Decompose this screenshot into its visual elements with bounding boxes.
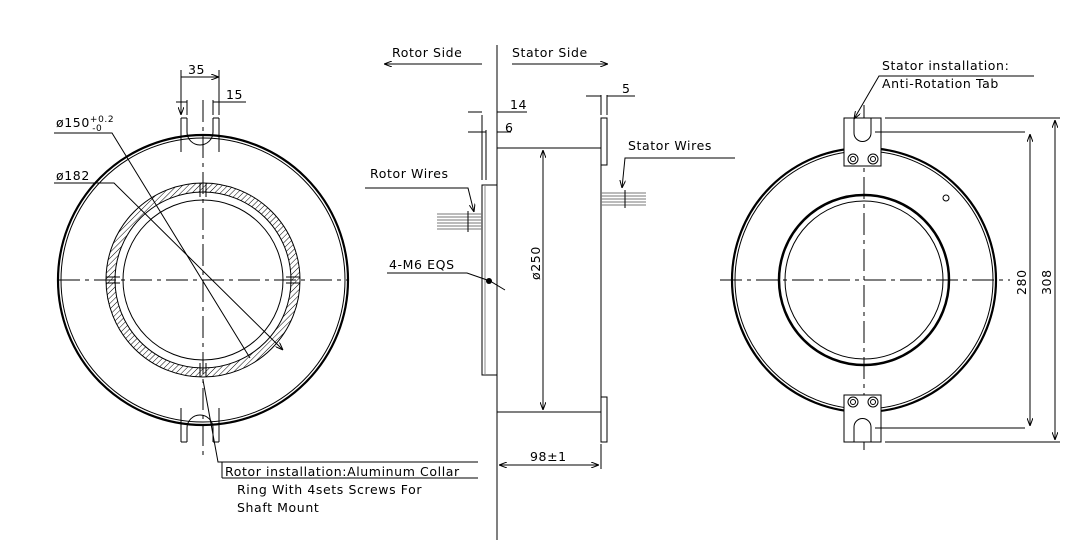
dim-length: 98±1 (530, 449, 567, 464)
rotor-wires (437, 211, 482, 232)
dim-280: 280 (1014, 269, 1029, 295)
stator-wires-label: Stator Wires (628, 138, 712, 153)
anti-rotation-tab-top (843, 117, 882, 167)
rotor-note-line-1: Rotor installation:Aluminum Collar (225, 464, 460, 479)
dim-body-dia: ø250 (528, 246, 543, 280)
rotor-note-line-3: Shaft Mount (237, 500, 319, 515)
dim-6: 6 (505, 120, 514, 135)
dim-308: 308 (1039, 269, 1054, 295)
stator-tab-top (600, 117, 608, 166)
dim-14: 14 (510, 97, 527, 112)
side-view: Rotor Side Stator Side 14 6 5 Rotor Wire… (365, 45, 735, 540)
screw-label: 4-M6 EQS (389, 257, 455, 272)
stator-note-line-1: Stator installation: (882, 58, 1009, 73)
front-view: 35 15 ø150+0.2-0 ø182 Rotor installation… (54, 62, 478, 515)
rotor-note-line-2: Ring With 4sets Screws For (237, 482, 422, 497)
dim-5: 5 (622, 81, 631, 96)
stator-note-line-2: Anti-Rotation Tab (882, 76, 999, 91)
body (496, 147, 602, 413)
rotor-wires-label: Rotor Wires (370, 166, 449, 181)
rotor-side-label: Rotor Side (392, 45, 462, 60)
dim-outer-dia: ø182 (56, 168, 90, 183)
stator-tab-bottom (600, 396, 608, 443)
rear-view: Stator installation: Anti-Rotation Tab 2… (720, 58, 1060, 450)
anti-rotation-tab-bottom (843, 394, 882, 443)
dim-35: 35 (188, 62, 205, 77)
stator-side-label: Stator Side (512, 45, 588, 60)
dim-inner-dia: ø150+0.2-0 (56, 115, 114, 134)
stator-wires (601, 190, 646, 208)
dim-15: 15 (226, 87, 243, 102)
